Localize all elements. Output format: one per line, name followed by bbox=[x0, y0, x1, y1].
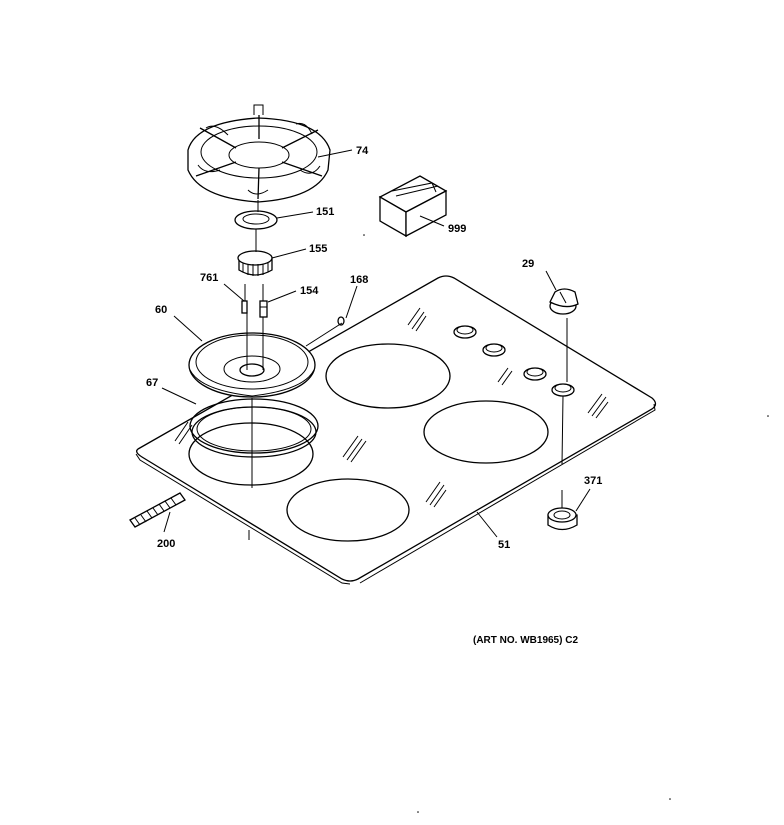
callout-29: 29 bbox=[522, 258, 534, 270]
orifice-154 bbox=[259, 300, 268, 318]
callout-761: 761 bbox=[200, 272, 218, 284]
callout-155: 155 bbox=[309, 243, 327, 255]
callout-168: 168 bbox=[350, 274, 368, 286]
screw-761 bbox=[241, 300, 248, 314]
callout-67: 67 bbox=[146, 377, 158, 389]
knob-hole-2 bbox=[482, 343, 506, 357]
burner-grate-74 bbox=[187, 104, 331, 203]
assembly-guide-lines bbox=[244, 200, 568, 540]
spring-200 bbox=[129, 492, 186, 528]
callout-200: 200 bbox=[157, 538, 175, 550]
callout-74: 74 bbox=[356, 145, 369, 157]
cooktop-glass-51 bbox=[135, 275, 657, 585]
scan-specks bbox=[363, 234, 769, 813]
burner-opening-right bbox=[423, 400, 549, 464]
callout-60: 60 bbox=[155, 304, 167, 316]
knob-hole-1 bbox=[453, 325, 477, 339]
knob-hole-3 bbox=[523, 367, 547, 381]
callout-151: 151 bbox=[316, 206, 334, 218]
callout-154: 154 bbox=[300, 285, 319, 297]
sealing-ring-67 bbox=[189, 398, 319, 458]
parts-box-999 bbox=[378, 175, 448, 238]
clip-168 bbox=[337, 316, 345, 326]
burner-opening-front bbox=[286, 478, 410, 542]
callout-371: 371 bbox=[584, 475, 602, 487]
art-number-label: (ART NO. WB1965) C2 bbox=[473, 635, 578, 646]
callout-51: 51 bbox=[498, 539, 510, 551]
callout-999: 999 bbox=[448, 223, 466, 235]
control-knob-29 bbox=[549, 288, 579, 315]
burner-opening-rear bbox=[325, 343, 451, 409]
burner-opening-left bbox=[188, 422, 314, 486]
callout-labels: 74 151 155 999 761 154 168 29 60 67 371 … bbox=[146, 145, 602, 551]
leader-lines bbox=[161, 149, 591, 538]
knob-base-371 bbox=[547, 507, 578, 531]
burner-head-155 bbox=[237, 250, 273, 276]
burner-pan-60 bbox=[188, 332, 316, 398]
burner-cap-151 bbox=[234, 210, 278, 230]
